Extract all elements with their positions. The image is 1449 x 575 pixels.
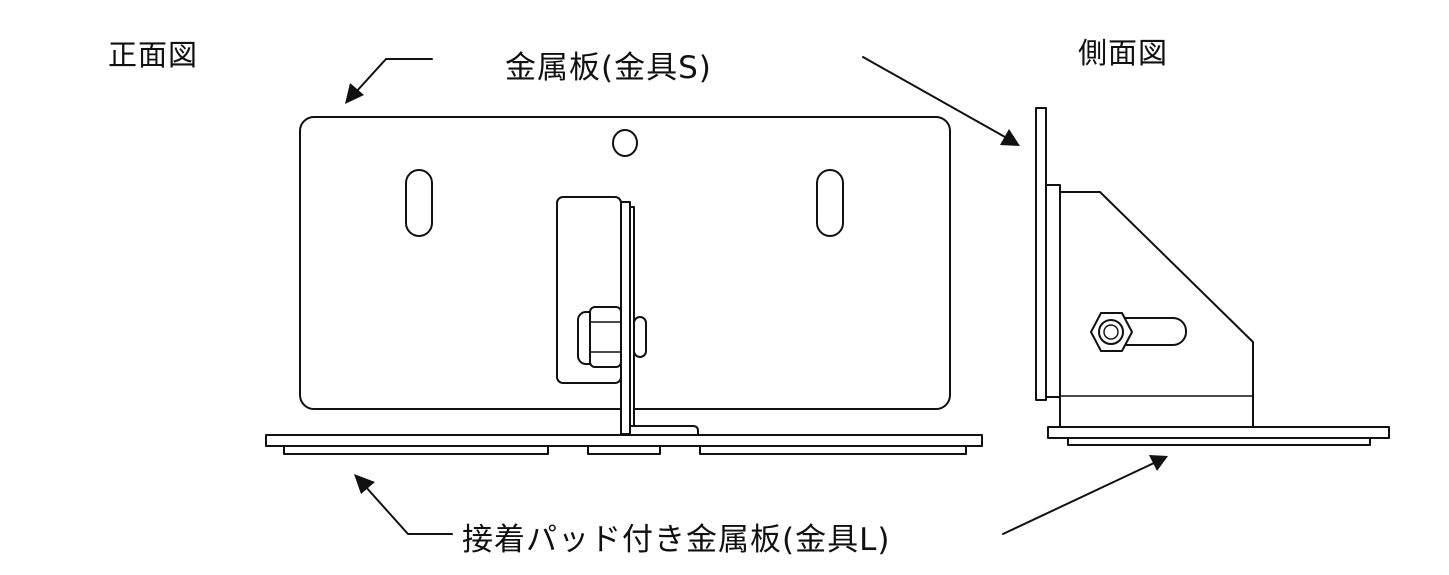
side-bracket-flange (1045, 184, 1061, 398)
annotation-arrows (345, 56, 1168, 535)
slot-hole-right (816, 169, 844, 237)
side-plate-s (1035, 107, 1047, 401)
side-plate-l (1047, 426, 1390, 439)
bracket-leg (620, 201, 631, 435)
washer (633, 316, 647, 358)
front-pad-center (587, 445, 661, 455)
bracket-foot (629, 425, 699, 436)
side-pad (1067, 437, 1371, 446)
front-view-title: 正面図 (108, 38, 199, 72)
arrow-plate-l-side (1002, 462, 1155, 535)
arrow-plate-s-side (862, 56, 1006, 138)
side-view (1035, 107, 1390, 446)
front-pad-left (283, 445, 549, 455)
arrow-plate-l-front (364, 485, 453, 535)
slot-hole-left (405, 169, 433, 237)
side-gusset (1059, 191, 1254, 428)
front-plate-l (265, 434, 983, 447)
metal-plate-s-label: 金属板(金具S) (505, 50, 712, 86)
metal-plate-l-label: 接着パッド付き金属板(金具L) (462, 522, 891, 558)
mounting-hole (612, 129, 638, 157)
arrow-plate-s-front (355, 58, 433, 93)
bracket-leg-edge (629, 206, 635, 430)
hex-nut-washer (1098, 319, 1124, 345)
front-view (265, 116, 983, 455)
front-pad-right (699, 445, 967, 455)
side-view-title: 側面図 (1078, 36, 1169, 70)
nut (589, 306, 622, 368)
